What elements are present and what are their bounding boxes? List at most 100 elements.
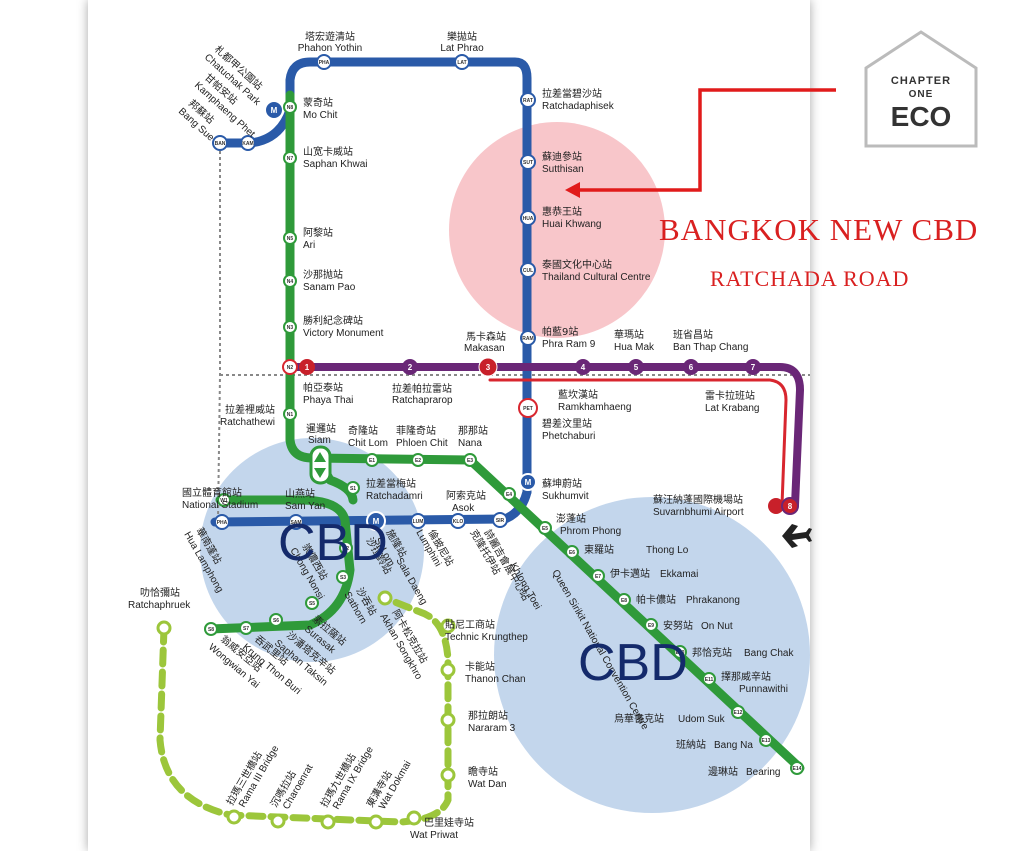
station-marker-klo[interactable] — [450, 513, 466, 529]
station-marker-n8[interactable] — [283, 100, 297, 114]
station-marker-n7[interactable] — [283, 151, 297, 165]
station-marker-n1[interactable] — [283, 407, 297, 421]
station-number: 7 — [751, 363, 756, 372]
station-code: RAT — [523, 98, 533, 104]
station-marker-arl-2[interactable] — [402, 359, 418, 375]
station-marker-brt-rama3[interactable] — [226, 809, 242, 825]
station-marker-kam[interactable] — [240, 135, 256, 151]
station-marker-s1[interactable] — [346, 481, 360, 495]
station-marker-s2[interactable] — [339, 541, 353, 555]
station-label-en: Ratchaprarop — [392, 395, 453, 406]
station-marker-w1[interactable] — [217, 493, 231, 507]
station-marker-sukhumvit[interactable] — [519, 473, 537, 491]
station-marker-sam[interactable] — [288, 514, 304, 530]
station-marker-s6[interactable] — [269, 613, 283, 627]
station-label-zh: 那拉朗站 — [468, 709, 508, 722]
annotation-arrow — [565, 88, 836, 198]
station-marker-e5[interactable] — [538, 521, 552, 535]
station-marker-s3[interactable] — [336, 570, 350, 584]
station-marker-n4[interactable] — [283, 274, 297, 288]
station-code: E7 — [595, 574, 601, 580]
station-marker-brt-ratchaphruek[interactable] — [156, 620, 172, 636]
station-marker-e9[interactable] — [644, 618, 658, 632]
cbd-circle-east — [494, 497, 810, 813]
station-marker-n2[interactable] — [282, 359, 298, 375]
station-marker-brt-rama9[interactable] — [320, 814, 336, 830]
station-marker-arl-8[interactable] — [781, 497, 799, 515]
station-label-en: Phloen Chit — [396, 438, 448, 449]
station-marker-arl-6[interactable] — [683, 359, 699, 375]
station-label-zh: 藍坎漢站 — [558, 388, 598, 401]
station-label-zh: 菲隆奇站 — [396, 424, 436, 437]
station-marker-e7[interactable] — [591, 569, 605, 583]
station-marker-arl-5[interactable] — [628, 359, 644, 375]
new-cbd-title: BANGKOK NEW CBD — [659, 212, 978, 247]
station-marker-lat[interactable] — [454, 54, 470, 70]
station-marker-e6[interactable] — [565, 545, 579, 559]
station-marker-hua[interactable] — [520, 210, 536, 226]
station-label-en: Technic Krungthep — [445, 632, 528, 643]
station-marker-brt-technic[interactable] — [440, 618, 456, 634]
station-marker-e8[interactable] — [617, 593, 631, 607]
station-label-en: Sutthisan — [542, 164, 584, 175]
station-label-en: Chit Lom — [348, 438, 388, 449]
planned-lines — [217, 145, 810, 521]
station-label-zh: 拉差當梅站 — [366, 477, 416, 490]
airplane-icon — [782, 524, 812, 548]
station-marker-n5[interactable] — [283, 231, 297, 245]
station-marker-sut[interactable] — [520, 154, 536, 170]
station-marker-silom[interactable] — [366, 511, 386, 531]
station-marker-e14[interactable] — [790, 761, 804, 775]
station-marker-e2[interactable] — [411, 453, 425, 467]
station-marker-n3[interactable] — [283, 320, 297, 334]
station-marker-e12[interactable] — [731, 705, 745, 719]
station-marker-arl-airport-red[interactable] — [768, 498, 784, 514]
station-marker-siam[interactable] — [309, 445, 332, 485]
station-marker-chatuchak[interactable] — [264, 100, 284, 120]
station-marker-e1[interactable] — [365, 453, 379, 467]
station-marker-ram[interactable] — [520, 330, 536, 346]
station-label-en: Phahon Yothin — [298, 43, 363, 54]
station-marker-s7[interactable] — [239, 621, 253, 635]
station-code: E12 — [734, 710, 743, 716]
airport-link-lines — [286, 363, 804, 509]
station-label-en: Saphan Khwai — [303, 159, 368, 170]
station-code: E4 — [506, 492, 512, 498]
station-marker-rat[interactable] — [520, 92, 536, 108]
station-marker-brt-charoenrat[interactable] — [270, 813, 286, 829]
station-marker-arl-7[interactable] — [745, 359, 761, 375]
station-marker-pet[interactable] — [518, 398, 538, 418]
station-marker-brt-nararam3[interactable] — [440, 712, 456, 728]
station-marker-e11[interactable] — [702, 672, 716, 686]
station-marker-hua-lamphong[interactable] — [214, 514, 230, 530]
station-marker-arl-4[interactable] — [575, 359, 591, 375]
station-marker-e3[interactable] — [463, 453, 477, 467]
station-label-zh: 邦恰克站 — [692, 646, 732, 659]
station-marker-ban[interactable] — [212, 135, 228, 151]
station-label-zh: 邊琳站 — [708, 765, 738, 778]
arrow-head-icon — [565, 182, 580, 198]
station-label-zh: 雷卡拉班站 — [705, 389, 755, 402]
station-marker-e10[interactable] — [673, 645, 687, 659]
station-label-en: Makasan — [464, 343, 505, 354]
station-marker-brt-wat-dan[interactable] — [440, 767, 456, 783]
station-marker-lum[interactable] — [410, 513, 426, 529]
station-marker-cul[interactable] — [520, 262, 536, 278]
station-marker-arl-3[interactable] — [478, 357, 498, 377]
station-marker-brt-wat-dokmai[interactable] — [368, 814, 384, 830]
station-label-zh: 拉差當碧沙站 — [542, 87, 602, 100]
station-marker-s5[interactable] — [305, 596, 319, 610]
station-label-zh: 巴里娃寺站 — [424, 816, 474, 829]
station-marker-e13[interactable] — [759, 733, 773, 747]
station-label-en: Asok — [452, 503, 475, 514]
station-marker-brt-thanon-chan[interactable] — [440, 662, 456, 678]
station-marker-s8[interactable] — [204, 622, 218, 636]
station-marker-arl-1[interactable] — [299, 359, 315, 375]
station-marker-sir[interactable] — [492, 512, 508, 528]
green-east-stations: E1 E2 E3 E4 E5 E6 E7 E8 E9 E10 E11 E12 E… — [365, 453, 804, 775]
station-marker-brt-wat-priwat[interactable] — [406, 810, 422, 826]
station-marker-pha[interactable] — [316, 54, 332, 70]
station-marker-e4[interactable] — [502, 487, 516, 501]
station-number: 3 — [486, 363, 491, 372]
station-marker-brt-sathorn[interactable] — [377, 590, 393, 606]
